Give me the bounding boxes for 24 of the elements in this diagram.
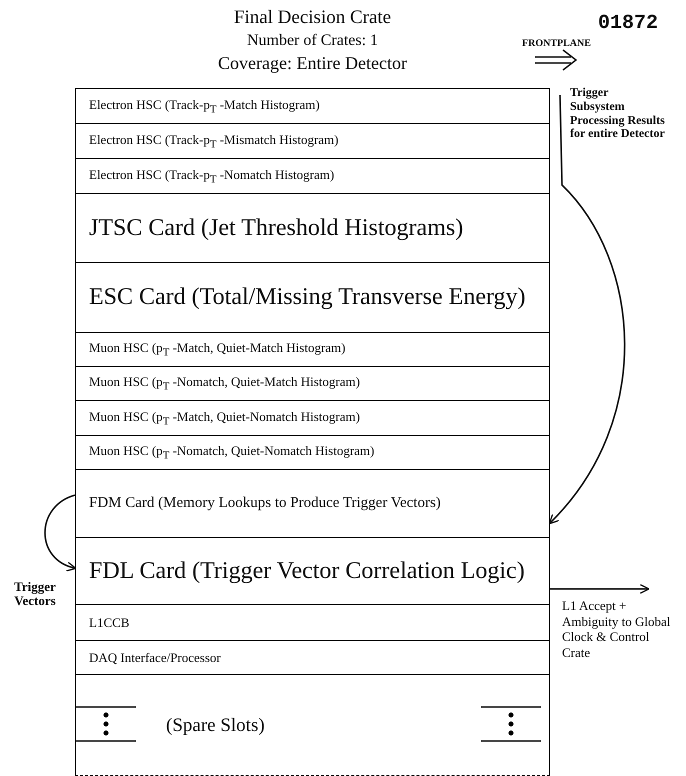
figure-number: 01872 [598,12,658,35]
edge-label: Trigger Vectors [13,580,57,609]
arrow [44,494,77,571]
card-label: (Spare Slots) [166,714,265,736]
card-label: Electron HSC (Track-p$_{T}$ -Match Histogram) [89,96,320,116]
direction-label: FRONTPLANE [522,38,591,49]
card-label: Electron HSC (Track-p$_{T}$ -Nomatch Histogram) [89,166,334,186]
card-label: Muon HSC (p$_{T}$ -Nomatch, Quiet-Nomatch Histogram) [89,443,374,462]
edge-label: L1 Accept + Ambiguity to Global Clock & Control Crate [562,598,672,660]
card-label: Muon HSC (p$_{T}$ -Nomatch, Quiet-Match Histogram) [89,374,360,393]
card-label: FDM Card (Memory Lookups to Produce Trigger Vectors) [89,495,441,512]
card-label: Muon HSC (p$_{T}$ -Match, Quiet-Match Histogram) [89,340,346,359]
card-label: L1CCB [89,614,130,630]
card-label: Electron HSC (Track-p$_{T}$ -Mismatch Histogram) [89,132,339,150]
card-label: JTSC Card (Jet Threshold Histograms) [89,214,464,242]
card-label: DAQ Interface/Processor [89,650,221,666]
card-label: FDL Card (Trigger Vector Correlation Logic) [89,558,525,584]
card-label: ESC Card (Total/Missing Transverse Energy) [89,284,526,311]
edge-label: Trigger Subsystem Processing Results for entire Detector [570,86,665,142]
crate-title: Final Decision Crate [232,8,392,29]
arrow [550,584,650,594]
card-label: Muon HSC (p$_{T}$ -Match, Quiet-Nomatch Histogram) [89,408,360,428]
arrow [548,94,626,524]
crate-subtitle: Coverage: Entire Detector [217,54,408,74]
